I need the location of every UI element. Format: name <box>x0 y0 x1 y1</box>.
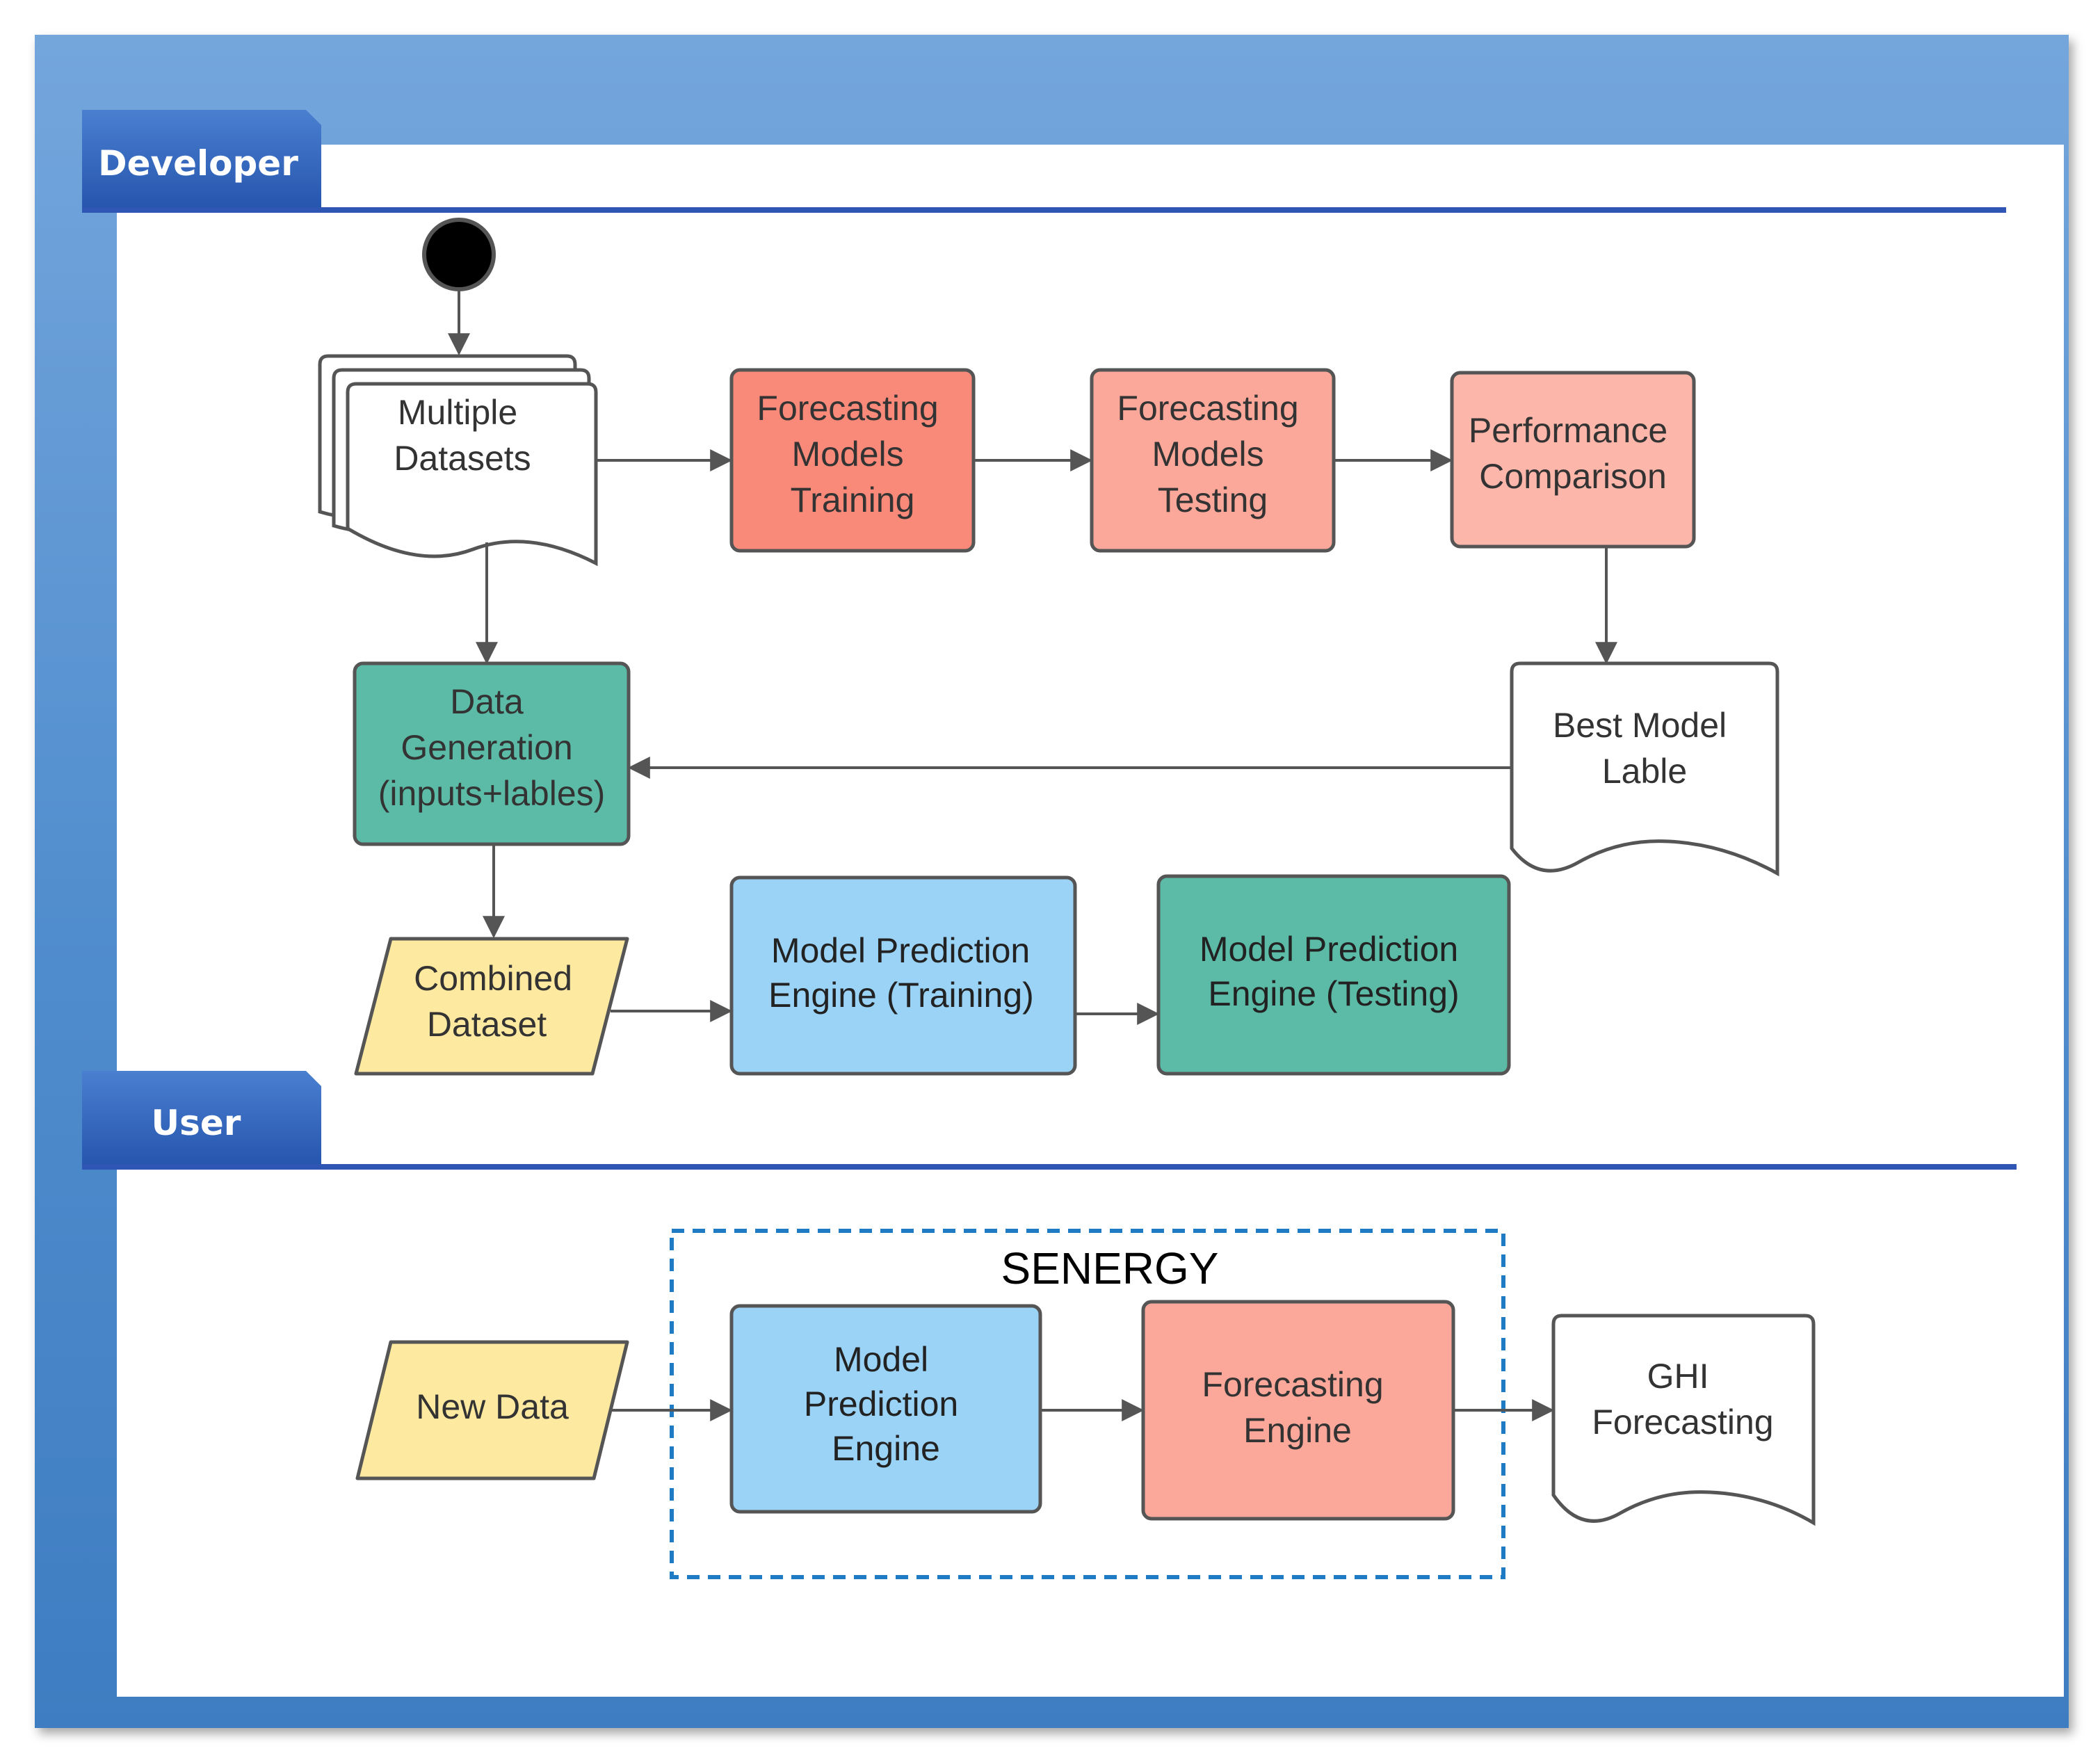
performance-comparison-node: Performance Comparison <box>1450 371 1696 549</box>
user-lane-label: User <box>152 1103 241 1143</box>
mpe-testing-label: Model Prediction Engine (Testing) <box>1200 930 1468 1013</box>
mpe-training-label: Model Prediction Engine (Training) <box>768 931 1040 1015</box>
multiple-datasets-node: Multiple Datasets <box>318 354 598 567</box>
mpe-training-node: Model Prediction Engine (Training) <box>729 875 1077 1076</box>
multiple-datasets-label: Multiple Datasets <box>394 393 531 478</box>
data-generation-node: Data Generation (inputs+lables) <box>353 661 631 846</box>
developer-lane-tab: Developer <box>82 110 321 210</box>
combined-dataset-node: Combined Dataset <box>354 937 629 1076</box>
ghi-forecasting-node: GHI Forecasting <box>1551 1314 1816 1526</box>
forecasting-engine-node: Forecasting Engine <box>1141 1300 1455 1521</box>
developer-lane-label: Developer <box>98 143 298 184</box>
ghi-forecasting-label: GHI Forecasting <box>1592 1357 1773 1442</box>
senergy-container: SENERGY <box>670 1229 1505 1579</box>
new-data-node: New Data <box>355 1340 629 1480</box>
forecasting-models-testing-label: Forecasting Models Testing <box>1117 389 1308 519</box>
start-node <box>422 218 496 291</box>
forecasting-models-training-node: Forecasting Models Training <box>729 368 976 553</box>
forecasting-models-testing-node: Forecasting Models Testing <box>1090 368 1336 553</box>
new-data-label: New Data <box>416 1387 569 1426</box>
best-model-label-text: Best Model Lable <box>1553 706 1736 791</box>
forecasting-models-training-label: Forecasting Models Training <box>757 389 948 519</box>
senergy-title: SENERGY <box>1001 1243 1219 1293</box>
model-prediction-engine-node: Model Prediction Engine <box>729 1304 1042 1514</box>
model-prediction-engine-label: Model Prediction Engine <box>804 1340 968 1468</box>
combined-dataset-label: Combined Dataset <box>414 959 582 1044</box>
data-generation-label: Data Generation (inputs+lables) <box>378 682 606 813</box>
best-model-label-node: Best Model Lable <box>1510 661 1779 877</box>
forecasting-engine-label: Forecasting Engine <box>1202 1365 1393 1450</box>
performance-comparison-label: Performance Comparison <box>1469 411 1677 496</box>
user-lane-tab: User <box>82 1071 321 1167</box>
mpe-testing-node: Model Prediction Engine (Testing) <box>1156 874 1511 1076</box>
